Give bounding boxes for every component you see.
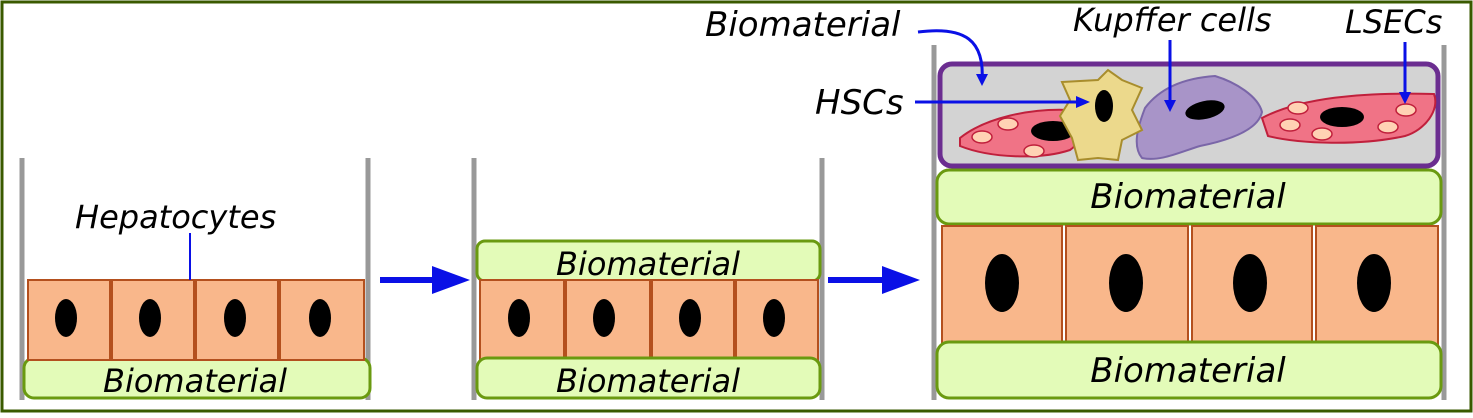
biomaterial-layer-top: Biomaterial xyxy=(475,239,822,283)
hepatocyte-nucleus xyxy=(309,299,331,337)
hsc-cell xyxy=(1058,68,1144,162)
hepatocyte-nucleus xyxy=(55,299,77,337)
stage-1-well: Biomaterial Hepatocytes xyxy=(19,158,372,400)
hepatocyte-nucleus xyxy=(985,254,1019,312)
biomaterial-label: Biomaterial xyxy=(556,245,740,283)
hepatocyte xyxy=(565,279,651,361)
stage-arrow-2 xyxy=(828,266,920,294)
biomaterial-label: Biomaterial xyxy=(1090,351,1286,391)
stage-2-well: Biomaterial Biomaterial xyxy=(471,158,825,400)
kupffer-cell xyxy=(1135,74,1264,160)
biomaterial-layer-bottom: Biomaterial xyxy=(935,340,1443,400)
lsec-fenestra xyxy=(1023,144,1045,158)
hscs-label: HSCs xyxy=(815,83,904,123)
biomaterial-layer-bottom: Biomaterial xyxy=(475,356,822,400)
lsec-cell xyxy=(959,108,1085,158)
hepatocytes-label: Hepatocytes xyxy=(75,198,276,236)
biomaterial-label: Biomaterial xyxy=(1090,177,1286,217)
hepatocyte-nucleus xyxy=(1109,254,1143,312)
biomaterial-label: Biomaterial xyxy=(103,362,287,400)
lsecs-pointer-head xyxy=(1399,92,1411,104)
kupffer-label: Kupffer cells xyxy=(1073,1,1272,39)
hepatocyte-nucleus xyxy=(593,299,615,337)
lsec-fenestra xyxy=(997,117,1019,131)
hepatocyte-layer xyxy=(479,279,819,361)
biomaterial-top-label: Biomaterial xyxy=(705,5,901,45)
lsec-cell xyxy=(1260,92,1437,144)
hepatocyte-nucleus xyxy=(763,299,785,337)
lsecs-label: LSECs xyxy=(1345,3,1442,41)
hscs-pointer-head xyxy=(1076,96,1090,108)
stage-arrow-1 xyxy=(380,266,470,294)
biomaterial-layer-top: Biomaterial xyxy=(935,168,1443,226)
hepatocyte-nucleus xyxy=(1233,254,1267,312)
hepatocyte-nucleus xyxy=(508,299,530,337)
hepatocyte-nucleus xyxy=(679,299,701,337)
lsec-fenestra xyxy=(1311,127,1333,141)
lsec-nucleus xyxy=(1031,121,1075,141)
hsc-nucleus xyxy=(1095,90,1113,122)
biomaterial-pointer-head xyxy=(976,74,988,86)
hepatocyte-nucleus xyxy=(224,299,246,337)
lsec-fenestra xyxy=(1395,103,1417,117)
hepatocyte-layer xyxy=(27,279,365,361)
hepatocyte-layer xyxy=(941,225,1439,345)
kupffer-pointer-head xyxy=(1164,100,1176,112)
lsec-fenestra xyxy=(1287,101,1309,115)
biomaterial-label: Biomaterial xyxy=(556,362,740,400)
lsec-fenestra xyxy=(1279,118,1301,132)
hepatocyte-nucleus xyxy=(139,299,161,337)
stage-3-well: Biomaterial Biomaterial Biomaterial Kupf… xyxy=(705,1,1447,400)
lsec-fenestra xyxy=(1377,120,1399,134)
biomaterial-layer: Biomaterial xyxy=(22,356,372,400)
hepatocyte-nucleus xyxy=(1357,254,1391,312)
lsec-nucleus xyxy=(1320,107,1364,127)
kupffer-nucleus xyxy=(1185,100,1225,120)
hepatocyte xyxy=(279,279,365,361)
biomaterial-pointer xyxy=(917,29,984,83)
lsec-fenestra xyxy=(971,130,993,144)
